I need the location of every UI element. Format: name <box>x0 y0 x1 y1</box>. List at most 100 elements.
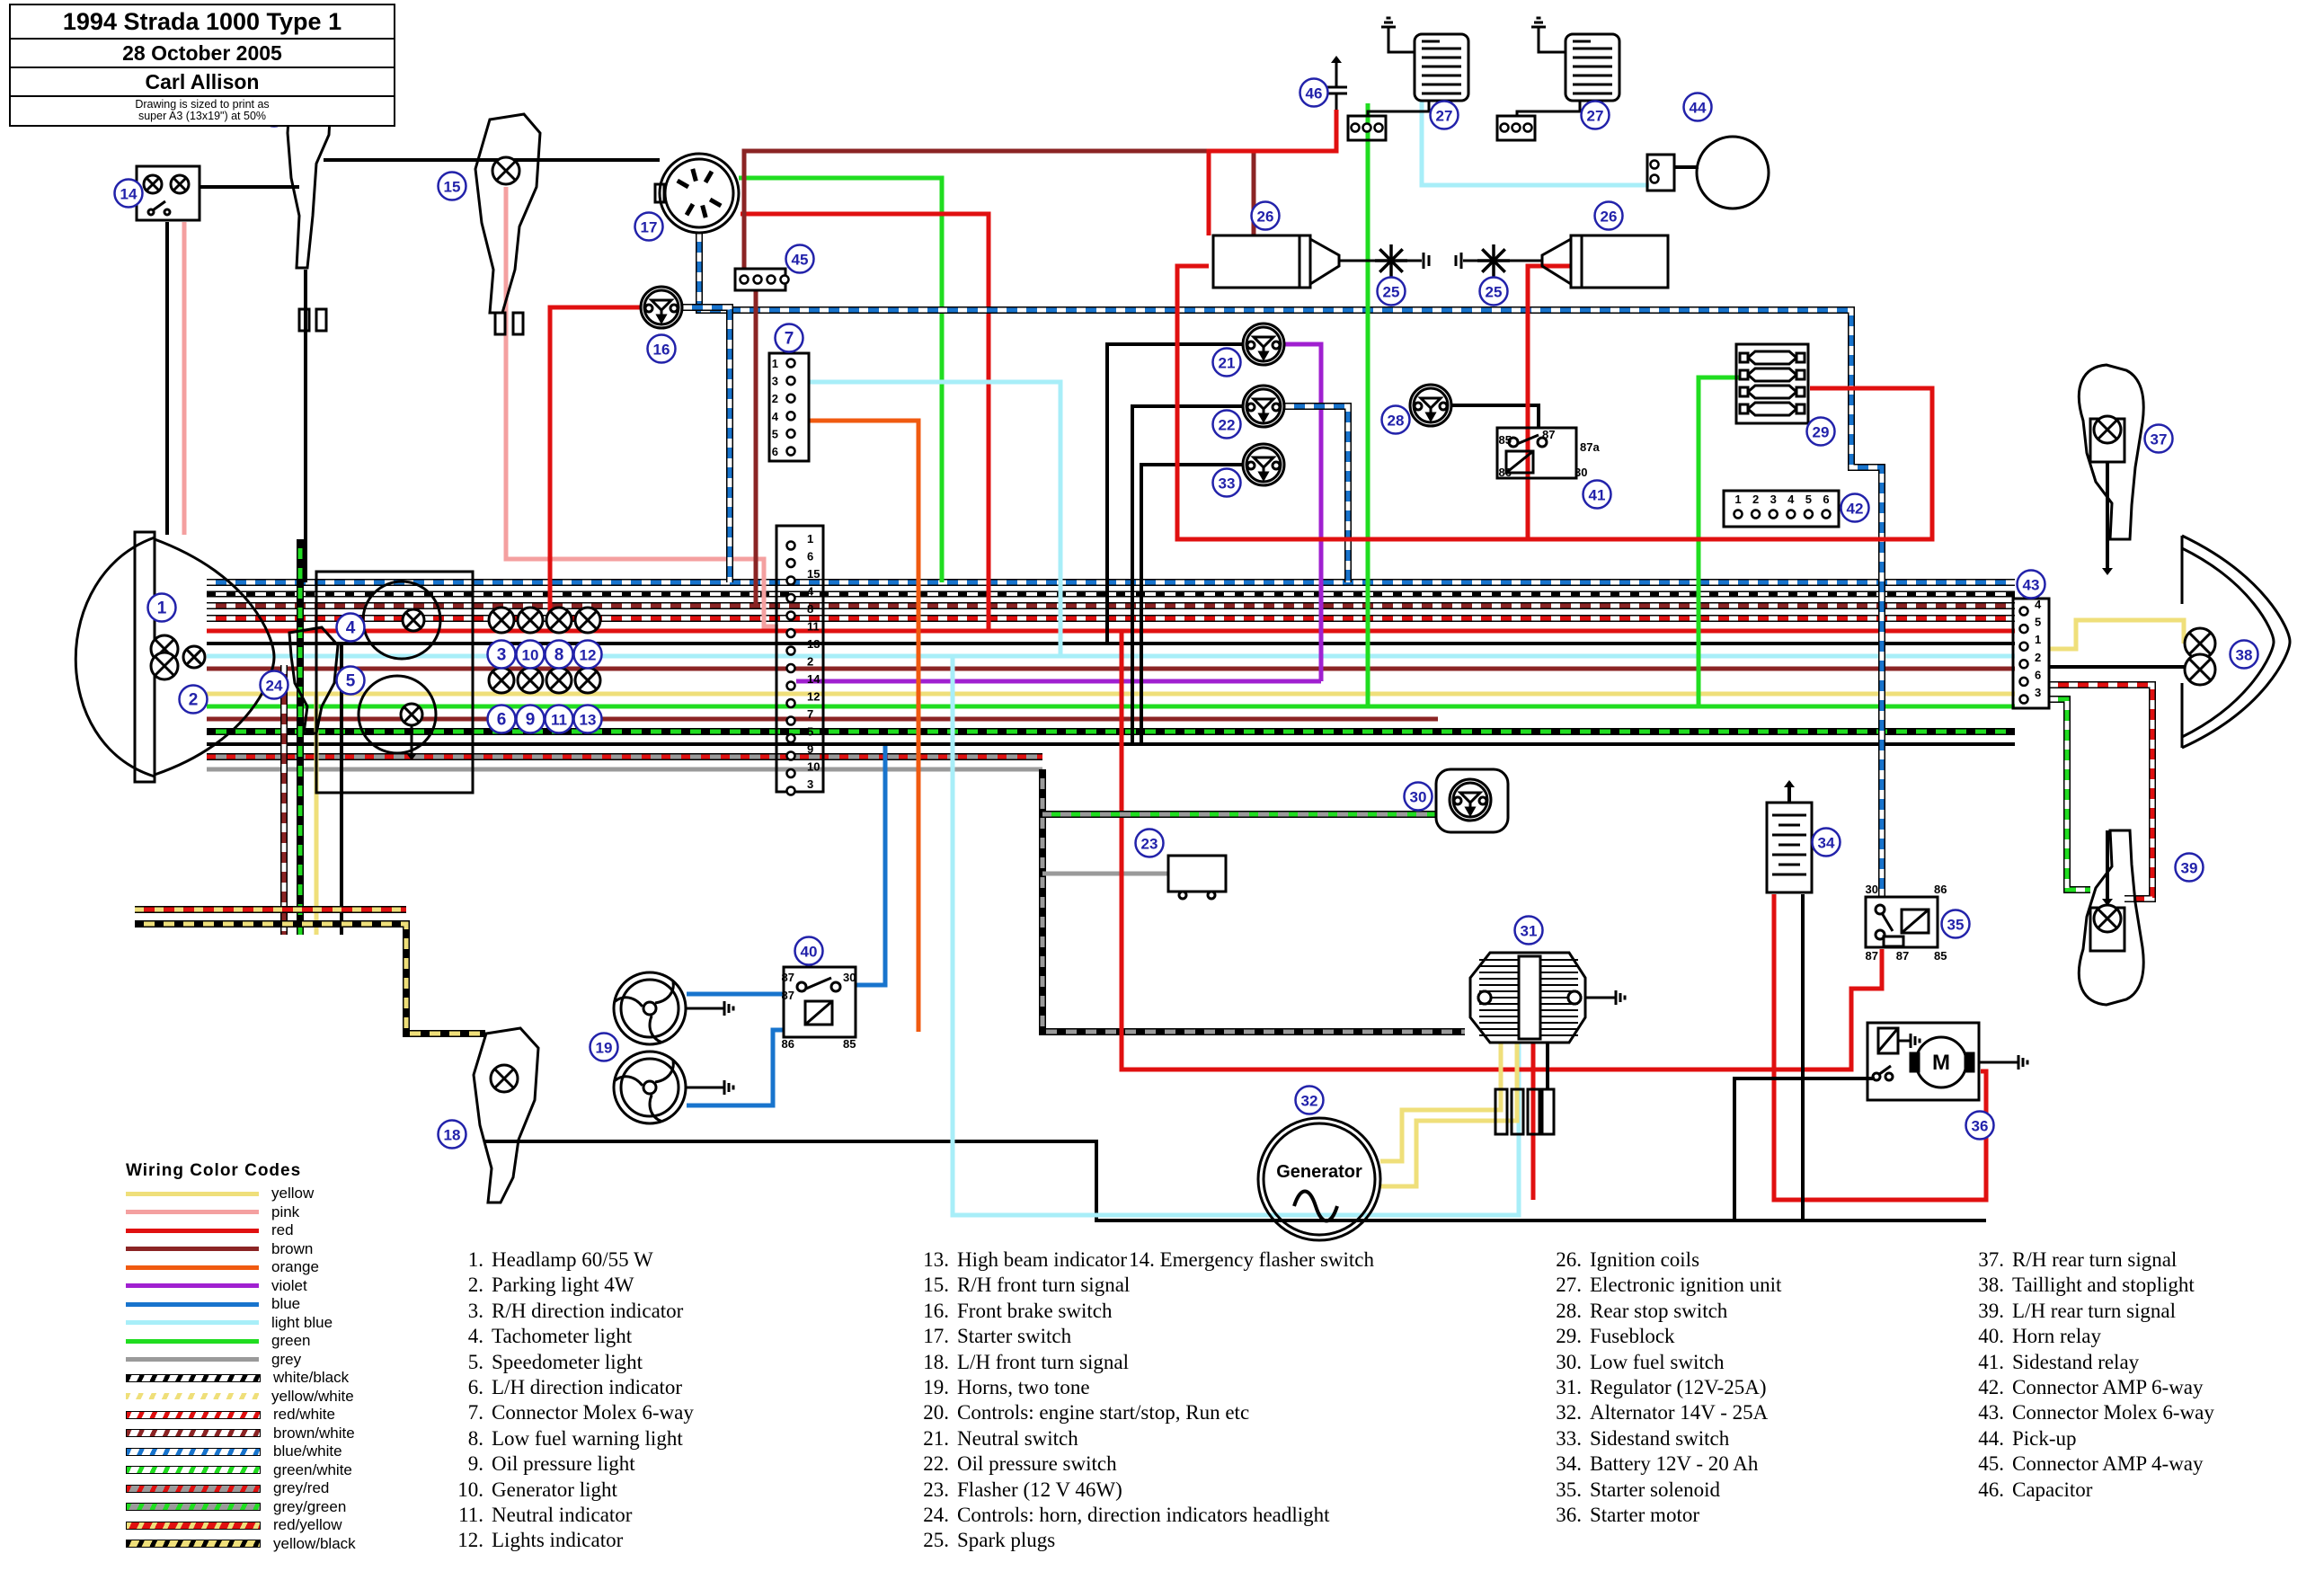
callout-31: 31 <box>1513 915 1544 945</box>
pin-label: 7 <box>807 707 813 721</box>
component-label: Controls: engine start/stop, Run etc <box>957 1401 1250 1425</box>
component-item: 45.Connector AMP 4-way <box>1961 1451 2214 1477</box>
component-item: 34.Battery 12V - 20 Ah <box>1539 1451 1781 1477</box>
legend-swatch <box>126 1338 259 1344</box>
legend-label: green <box>271 1332 311 1350</box>
callout-9: 9 <box>515 704 546 734</box>
legend-label: yellow <box>271 1185 315 1203</box>
callout-28: 28 <box>1380 404 1411 435</box>
switch-icon <box>1408 383 1453 428</box>
legend-swatch <box>126 1410 261 1419</box>
callout-11: 11 <box>544 704 574 734</box>
legend-swatch <box>126 1373 261 1382</box>
component-item: 6.L/H direction indicator <box>449 1375 694 1400</box>
switch-icon <box>1241 384 1286 429</box>
pin-label: 87 <box>1866 949 1878 963</box>
front-turn-lh-shape <box>472 1026 540 1204</box>
connector-pin <box>779 274 790 285</box>
callout-24: 24 <box>259 670 289 700</box>
legend-swatch <box>126 1503 261 1512</box>
legend-swatch <box>126 1191 259 1196</box>
svg-text:24: 24 <box>266 678 283 695</box>
fuseblock-shape <box>1734 342 1810 425</box>
svg-text:35: 35 <box>1947 917 1965 934</box>
svg-text:30: 30 <box>1410 789 1427 806</box>
pin-label: 6 <box>772 445 778 458</box>
component-item: 3.R/H direction indicator <box>449 1299 694 1324</box>
component-label: Regulator (12V-25A) <box>1590 1375 1767 1398</box>
pin-label: 15 <box>807 567 820 581</box>
svg-text:42: 42 <box>1847 501 1864 518</box>
component-item: 28.Rear stop switch <box>1539 1299 1781 1324</box>
callout-6: 6 <box>486 704 517 734</box>
ground-icon <box>1381 16 1396 40</box>
svg-text:31: 31 <box>1521 923 1538 940</box>
component-label: High beam indicator <box>957 1248 1128 1271</box>
legend-item: red/white <box>126 1406 422 1425</box>
legend-item: orange <box>126 1258 422 1277</box>
pin-label: 8 <box>807 602 813 616</box>
connector-pin <box>1649 173 1660 184</box>
component-item: 15.R/H front turn signal <box>909 1273 1374 1298</box>
component-number: 23. <box>923 1478 949 1501</box>
legend-item: blue/white <box>126 1442 422 1461</box>
starter-solenoid-shape <box>1864 895 1939 949</box>
ignition-coil-left-shape <box>1211 234 1477 289</box>
connector-pin <box>1373 122 1384 133</box>
svg-text:7: 7 <box>785 330 794 349</box>
component-number: 44. <box>1978 1426 2004 1450</box>
callout-33: 33 <box>1211 467 1242 498</box>
component-number: 25. <box>923 1529 949 1552</box>
ground-icon <box>1603 990 1627 1005</box>
component-item: 44.Pick-up <box>1961 1426 2214 1451</box>
component-item: 2.Parking light 4W <box>449 1273 694 1298</box>
legend-item: yellow/white <box>126 1388 422 1407</box>
component-number: 5. <box>467 1350 483 1373</box>
legend-item: red/yellow <box>126 1516 422 1535</box>
component-label: Starter motor <box>1590 1503 1699 1526</box>
pin-label: 87 <box>1542 428 1555 441</box>
bulb-icon <box>489 1063 519 1094</box>
component-number: 32. <box>1556 1401 1582 1425</box>
pin-label: 6 <box>807 550 813 564</box>
inline-connector <box>493 311 507 336</box>
main-connector-shape <box>775 524 825 794</box>
component-item: 30.Low fuel switch <box>1539 1350 1781 1375</box>
bulb-icon <box>182 644 207 670</box>
component-item: 29.Fuseblock <box>1539 1324 1781 1349</box>
component-number: 22. <box>923 1452 949 1476</box>
bulb-icon <box>2092 903 2123 934</box>
svg-text:21: 21 <box>1219 355 1236 372</box>
pin-label: 3 <box>1770 493 1777 506</box>
component-item: 41.Sidestand relay <box>1961 1350 2214 1375</box>
rear-turn-rh-shape <box>2077 363 2145 541</box>
svg-text:26: 26 <box>1601 209 1618 226</box>
callout-12: 12 <box>572 639 603 670</box>
component-label: Generator light <box>492 1478 617 1501</box>
bulb-icon <box>399 702 424 727</box>
component-item: 31.Regulator (12V-25A) <box>1539 1375 1781 1400</box>
bulb-icon <box>149 651 180 681</box>
fuel-tank-shape <box>1434 768 1510 834</box>
connector-pin <box>785 428 796 439</box>
legend-label: red/yellow <box>273 1516 342 1534</box>
callout-30: 30 <box>1403 781 1433 812</box>
callout-numbers: 1245310812691113141516171819202122332829… <box>113 77 2259 1149</box>
legend-item: brown <box>126 1240 422 1259</box>
component-label: Capacitor <box>2012 1478 2093 1501</box>
svg-text:6: 6 <box>497 711 507 730</box>
inline-connector <box>511 311 525 336</box>
legend-label: grey <box>271 1350 302 1368</box>
callout-29: 29 <box>1805 416 1836 447</box>
component-item: 24.Controls: horn, direction indicators … <box>909 1503 1374 1528</box>
connector-pin <box>785 645 796 656</box>
svg-text:44: 44 <box>1690 100 1707 117</box>
drawing-date: 28 October 2005 <box>11 40 394 68</box>
component-number: 26. <box>1556 1248 1582 1271</box>
connector-pin <box>752 274 763 285</box>
fuse-icon <box>1738 401 1806 417</box>
svg-text:45: 45 <box>792 252 809 269</box>
title-block: 1994 Strada 1000 Type 1 28 October 2005 … <box>9 4 395 127</box>
